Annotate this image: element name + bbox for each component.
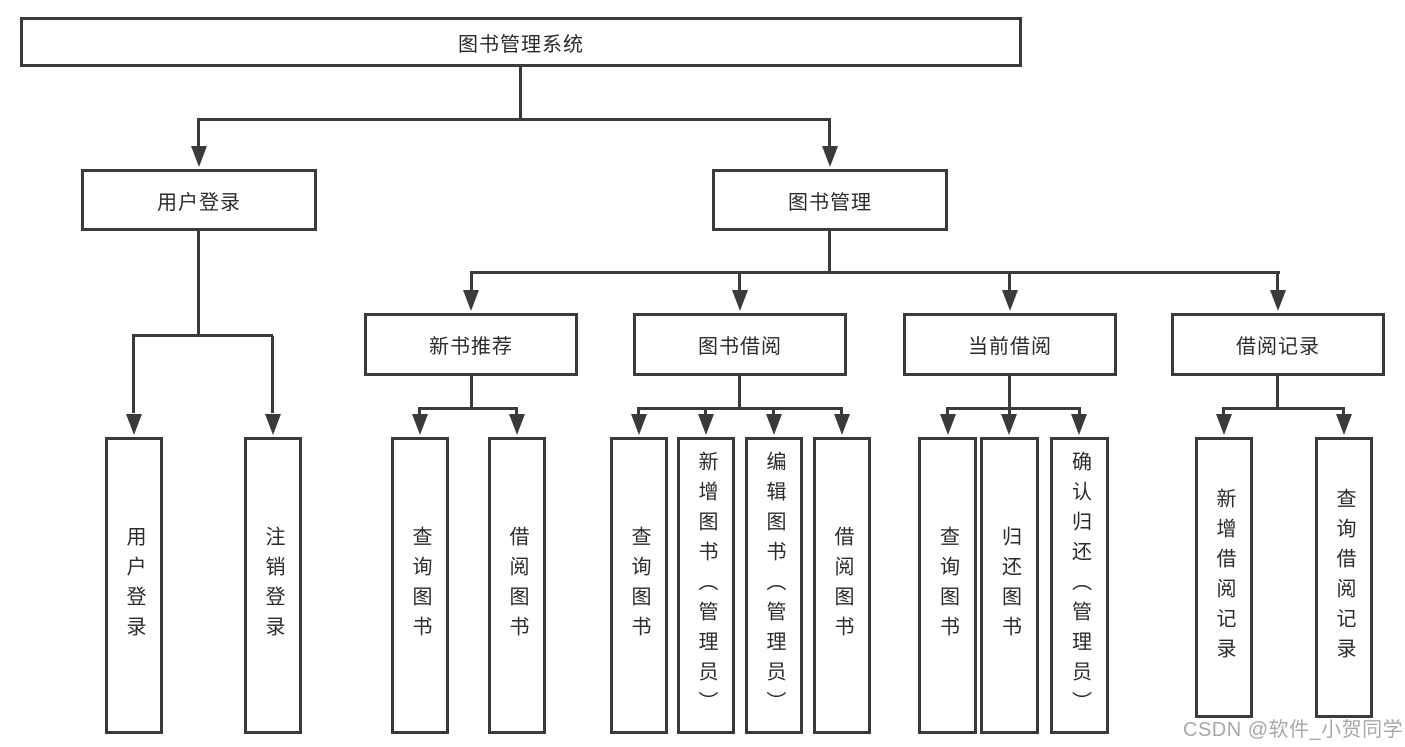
- connector-leaf-drop: [772, 407, 775, 416]
- node-book-management: 图书管理: [712, 169, 948, 231]
- node-label: 注销登录: [262, 525, 284, 646]
- arrowhead-down-icon: [509, 414, 525, 435]
- connector-current-borrowing-rail: [946, 407, 1081, 410]
- leaf-edit-books-admin: 编辑图书（管理员）: [745, 437, 803, 734]
- connector-user-login-drop: [197, 120, 200, 148]
- node-label: 查询图书: [936, 525, 959, 646]
- connector-new-book-stem: [470, 376, 473, 408]
- node-new-book-recommendation: 新书推荐: [364, 313, 578, 376]
- arrowhead-down-icon: [631, 414, 647, 435]
- connector-leaf-drop: [271, 336, 274, 413]
- leaf-query-borrowing-record: 查询借阅记录: [1315, 437, 1373, 718]
- node-label: 查询图书: [409, 525, 431, 646]
- leaf-user-login: 用户登录: [105, 437, 163, 734]
- connector-level2-rail: [197, 118, 831, 121]
- arrowhead-down-icon: [1216, 414, 1232, 435]
- connector-user-login-rail: [132, 334, 273, 337]
- node-label: 归还图书: [998, 525, 1021, 646]
- node-label: 图书借阅: [698, 336, 782, 358]
- node-label: 用户登录: [123, 525, 145, 646]
- node-current-borrowing: 当前借阅: [903, 313, 1117, 376]
- connector-leaf-drop: [637, 407, 640, 416]
- node-borrowing-records: 借阅记录: [1171, 313, 1385, 376]
- arrowhead-down-icon: [1002, 290, 1018, 311]
- csdn-watermark: CSDN @软件_小贺同学: [1183, 719, 1404, 741]
- connector-root-stem: [519, 65, 522, 119]
- leaf-confirm-return-admin: 确认归还（管理员）: [1050, 437, 1109, 734]
- connector-book-management-stem: [828, 231, 831, 273]
- leaf-add-books-admin: 新增图书（管理员）: [677, 437, 735, 734]
- arrowhead-down-icon: [732, 290, 748, 311]
- node-label: 用户登录: [157, 191, 241, 214]
- node-label: 借阅图书: [506, 525, 528, 646]
- node-user-login: 用户登录: [81, 169, 317, 231]
- connector-level3-drop: [738, 271, 741, 291]
- node-label: 查询图书: [628, 525, 650, 646]
- connector-level3-drop: [1008, 271, 1011, 291]
- leaf-query-books-current: 查询图书: [918, 437, 977, 734]
- connector-leaf-drop: [704, 407, 707, 416]
- arrowhead-down-icon: [1071, 414, 1087, 435]
- node-label: 图书管理系统: [458, 33, 584, 56]
- connector-borrowing-records-stem: [1276, 376, 1279, 408]
- node-label: 当前借阅: [968, 336, 1052, 358]
- arrowhead-down-icon: [698, 414, 714, 435]
- connector-leaf-drop: [515, 407, 518, 416]
- node-label: 新书推荐: [429, 336, 513, 358]
- connector-leaf-drop: [1342, 407, 1345, 416]
- node-label: 确认归还（管理员）: [1068, 450, 1091, 721]
- connector-borrowing-records-rail: [1222, 407, 1345, 410]
- connector-leaf-drop: [840, 407, 843, 416]
- arrowhead-down-icon: [265, 414, 281, 435]
- connector-leaf-drop: [1008, 407, 1011, 416]
- connector-leaf-drop: [1078, 407, 1081, 416]
- node-label: 编辑图书（管理员）: [763, 450, 785, 721]
- connector-level3-rail: [470, 271, 1280, 274]
- node-label: 图书管理: [788, 191, 872, 214]
- leaf-logout: 注销登录: [244, 437, 302, 734]
- node-label: 新增借阅记录: [1213, 487, 1235, 668]
- connector-leaf-drop: [946, 407, 949, 416]
- arrowhead-down-icon: [126, 414, 142, 435]
- node-label: 借阅图书: [831, 525, 853, 646]
- arrowhead-down-icon: [191, 146, 207, 167]
- arrowhead-down-icon: [822, 146, 838, 167]
- leaf-query-books-recommend: 查询图书: [391, 437, 449, 734]
- arrowhead-down-icon: [463, 290, 479, 311]
- connector-book-management-drop: [828, 120, 831, 148]
- connector-leaf-drop: [132, 336, 135, 413]
- connector-level3-drop: [1276, 271, 1279, 291]
- connector-book-borrowing-stem: [738, 376, 741, 408]
- arrowhead-down-icon: [834, 414, 850, 435]
- arrowhead-down-icon: [940, 414, 956, 435]
- arrowhead-down-icon: [1270, 290, 1286, 311]
- connector-new-book-rail: [418, 407, 518, 410]
- leaf-return-books: 归还图书: [980, 437, 1039, 734]
- leaf-add-borrowing-record: 新增借阅记录: [1195, 437, 1253, 718]
- arrowhead-down-icon: [766, 414, 782, 435]
- connector-user-login-stem: [197, 231, 200, 337]
- leaf-query-books-borrowing: 查询图书: [610, 437, 668, 734]
- connector-leaf-drop: [418, 407, 421, 416]
- node-label: 查询借阅记录: [1333, 487, 1355, 668]
- arrowhead-down-icon: [1336, 414, 1352, 435]
- arrowhead-down-icon: [1001, 414, 1017, 435]
- connector-level3-drop: [470, 271, 473, 291]
- node-library-management-system: 图书管理系统: [20, 17, 1022, 67]
- connector-book-borrowing-rail: [637, 407, 843, 410]
- leaf-borrow-books-borrowing: 借阅图书: [813, 437, 871, 734]
- connector-leaf-drop: [1222, 407, 1225, 416]
- node-label: 新增图书（管理员）: [695, 450, 717, 721]
- node-label: 借阅记录: [1236, 336, 1320, 358]
- connector-current-borrowing-stem: [1008, 376, 1011, 408]
- arrowhead-down-icon: [412, 414, 428, 435]
- leaf-borrow-books-recommend: 借阅图书: [488, 437, 546, 734]
- node-book-borrowing: 图书借阅: [633, 313, 847, 376]
